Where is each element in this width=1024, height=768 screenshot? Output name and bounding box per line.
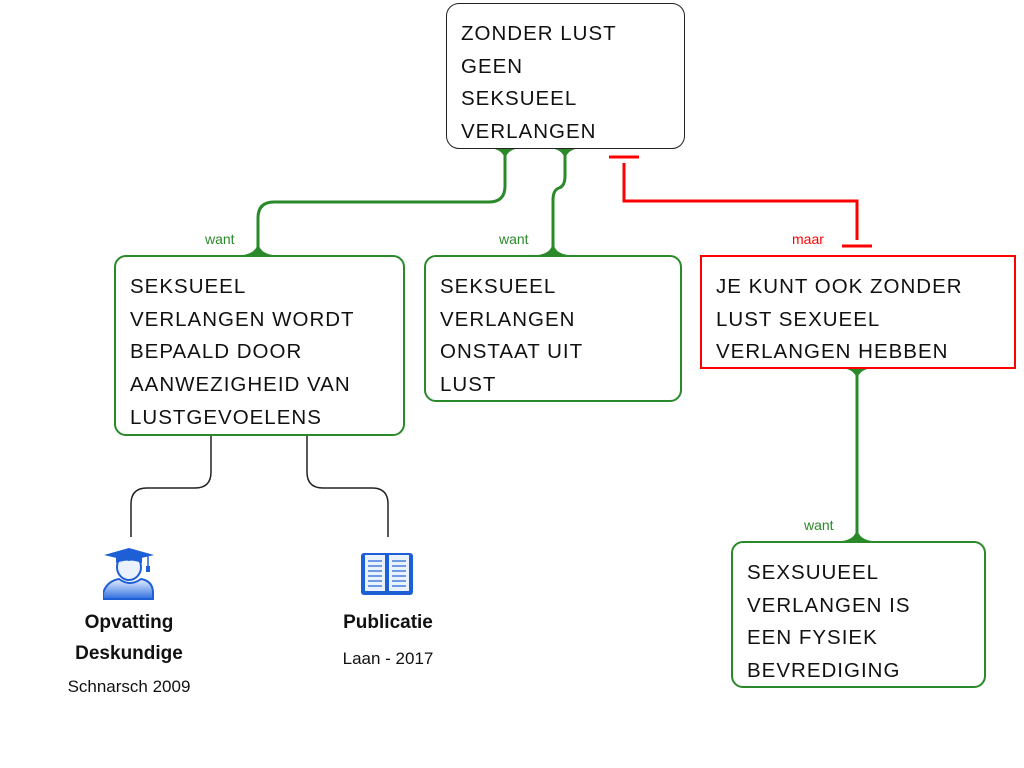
- main-claim-box[interactable]: ZONDER LUST GEEN SEKSUEEL VERLANGEN: [446, 3, 685, 149]
- objection-label: maar: [792, 231, 824, 247]
- reason-label: want: [205, 231, 235, 247]
- source-title: Opvatting: [84, 612, 174, 633]
- book-icon: [361, 553, 413, 595]
- reason-line: SEKSUEEL: [440, 275, 557, 298]
- claim-line: ZONDER LUST: [461, 22, 617, 45]
- reason-line: VERLANGEN: [440, 307, 576, 331]
- objection-line: VERLANGEN HEBBEN: [716, 340, 949, 364]
- reason-line: ONSTAAT UIT: [440, 340, 584, 364]
- reason-box-2[interactable]: SEKSUEEL VERLANGEN ONSTAAT UIT LUST: [424, 255, 682, 402]
- objection-line: JE KUNT OOK ZONDER: [716, 275, 963, 298]
- reason-line: VERLANGEN WORDT: [130, 307, 355, 331]
- reason-line: EEN FYSIEK: [747, 626, 878, 650]
- source-title: Deskundige: [75, 643, 183, 664]
- claim-line: SEKSUEEL: [461, 87, 578, 111]
- oppose-connector: [609, 155, 872, 248]
- reason-label: want: [499, 231, 529, 247]
- source-detail: Laan - 2017: [342, 649, 434, 668]
- support-connector-1: [256, 148, 507, 255]
- reason-line: LUSTGEVOELENS: [130, 405, 322, 429]
- reason-box-1[interactable]: SEKSUEEL VERLANGEN WORDT BEPAALD DOOR AA…: [114, 255, 405, 436]
- graduate-icon: [103, 548, 154, 600]
- source-title: Publicatie: [343, 612, 433, 633]
- support-connector-2: [551, 148, 567, 255]
- reason-line: BEPAALD DOOR: [130, 340, 303, 364]
- objection-box[interactable]: JE KUNT OOK ZONDER LUST SEXUEEL VERLANGE…: [700, 255, 1016, 369]
- reason-line: AANWEZIGHEID VAN: [130, 373, 351, 397]
- reason-label: want: [804, 517, 834, 533]
- source-connector-1: [130, 435, 212, 537]
- claim-line: GEEN: [461, 54, 524, 78]
- objection-line: LUST SEXUEEL: [716, 307, 881, 331]
- reason-line: SEXSUUEEL: [747, 561, 880, 584]
- objection-reason-box[interactable]: SEXSUUEEL VERLANGEN IS EEN FYSIEK BEVRED…: [731, 541, 986, 688]
- reason-line: VERLANGEN IS: [747, 593, 911, 617]
- reason-line: SEKSUEEL: [130, 275, 247, 298]
- reason-line: BEVREDIGING: [747, 659, 901, 683]
- source-detail: Schnarsch 2009: [67, 677, 191, 696]
- claim-line: VERLANGEN: [461, 120, 597, 144]
- source-connector-2: [306, 435, 389, 537]
- reason-line: LUST: [440, 373, 497, 397]
